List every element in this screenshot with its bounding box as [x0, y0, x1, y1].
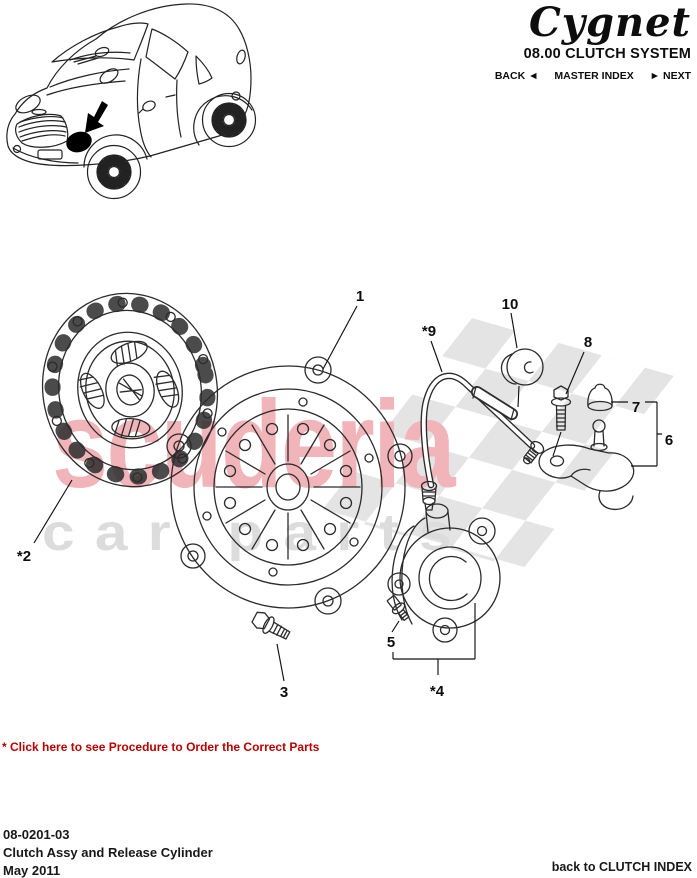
callout-labels: 1 *2 3 *4 5 6 7 8 *9 10 [17, 288, 673, 701]
brand-logo: Cygnet [528, 0, 691, 46]
pipe-grommet [500, 348, 544, 386]
locator-arrow [85, 101, 108, 133]
rear-wheel [201, 92, 257, 148]
pipe-union-fitting [420, 480, 438, 511]
footer-info: 08-0201-03 Clutch Assy and Release Cylin… [3, 826, 213, 878]
cover-bolt [251, 611, 291, 640]
damper-spring [77, 372, 105, 409]
nav-next-link[interactable]: ► NEXT [649, 70, 691, 82]
callout-2: *2 [17, 548, 31, 565]
bracket-bolt [550, 385, 572, 431]
quarter-window [195, 55, 213, 85]
section-title: 08.00 CLUTCH SYSTEM [523, 46, 691, 62]
front-door-window [145, 28, 189, 80]
callout-7: 7 [632, 399, 640, 416]
callout-10: 10 [502, 296, 519, 313]
callout-4: *4 [430, 683, 445, 700]
bleeder-valve [386, 595, 410, 622]
header: Cygnet 08.00 CLUTCH SYSTEM BACK ◄ MASTER… [482, 0, 691, 83]
clutch-disc [41, 292, 219, 488]
car-locator-illustration [6, 3, 257, 200]
watermark-tagline: car parts [42, 504, 472, 562]
page-date: May 2011 [3, 863, 61, 878]
nav-master-index-link[interactable]: MASTER INDEX [554, 70, 634, 82]
callout-9: *9 [422, 323, 436, 340]
callout-8: 8 [584, 334, 592, 351]
callout-5: 5 [387, 634, 395, 651]
checkered-flag-watermark [320, 318, 674, 570]
order-parts-link[interactable]: * Click here to see Procedure to Order t… [2, 740, 320, 754]
nav-back-link[interactable]: BACK ◄ [494, 70, 539, 82]
callout-1: 1 [356, 288, 364, 305]
front-wheel [86, 144, 142, 200]
release-cylinder [386, 503, 501, 643]
pipe-bracket [538, 419, 635, 511]
windshield [51, 22, 149, 63]
clutch-cover [166, 356, 413, 615]
damper-spring [110, 340, 148, 367]
callout-3: 3 [280, 684, 288, 701]
header-nav: BACK ◄ MASTER INDEX ► NEXT [482, 70, 691, 82]
clutch-pipe [420, 372, 545, 511]
callout-leaders [33, 305, 662, 682]
left-headlight [15, 94, 41, 114]
damper-spring [153, 370, 180, 408]
right-headlight [99, 68, 119, 84]
back-to-index-link[interactable]: back to CLUTCH INDEX [551, 860, 692, 874]
callout-6: 6 [665, 432, 673, 449]
page-title: Clutch Assy and Release Cylinder [3, 845, 213, 860]
pipe-end-fitting [522, 440, 545, 465]
watermark: scuderia car parts [42, 318, 674, 570]
side-mirror [142, 100, 156, 112]
doc-number: 08-0201-03 [3, 827, 70, 842]
locator-dot [66, 131, 92, 153]
car-body [6, 3, 252, 167]
damper-spring [111, 417, 151, 438]
stud-cap [587, 383, 613, 412]
